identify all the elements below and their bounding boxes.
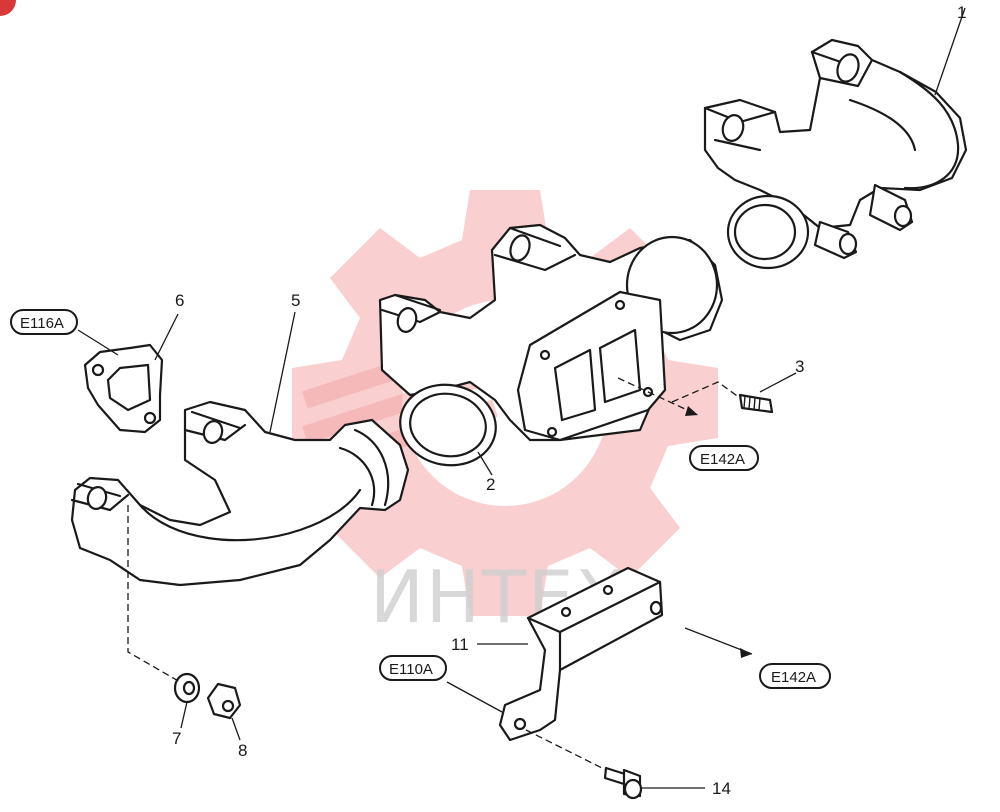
- ref-tag-e110a: E110A: [379, 655, 447, 681]
- ref-tag-e142a-bottom: E142A: [759, 663, 831, 689]
- part-11-bracket: [498, 566, 664, 742]
- callout-14: 14: [712, 779, 731, 798]
- callout-5: 5: [291, 291, 300, 310]
- svg-text:E142A: E142A: [771, 669, 816, 686]
- leader-lines: [77, 7, 966, 789]
- callout-2: 2: [486, 475, 495, 494]
- svg-text:E110A: E110A: [389, 661, 433, 678]
- part-14-bolt: [603, 766, 643, 800]
- svg-text:E142A: E142A: [700, 451, 745, 468]
- part-3-stud: [738, 393, 774, 414]
- callout-11: 11: [451, 635, 469, 654]
- svg-text:E116A: E116A: [20, 315, 64, 332]
- part-2-manifold: [378, 223, 724, 467]
- part-8-nut: [206, 682, 242, 720]
- part-7-washer: [173, 672, 201, 704]
- callout-6: 6: [175, 291, 184, 310]
- corner-badge: [0, 0, 16, 16]
- callout-7: 7: [172, 729, 181, 748]
- part-5-manifold: [70, 400, 410, 587]
- callout-3: 3: [795, 357, 804, 376]
- callout-8: 8: [238, 741, 247, 760]
- part-6-gasket: [83, 343, 164, 434]
- callout-1: 1: [957, 3, 966, 22]
- part-1-manifold: [703, 38, 968, 270]
- ref-tag-e142a-top: E142A: [689, 445, 759, 471]
- ref-tag-e116a: E116A: [10, 309, 78, 335]
